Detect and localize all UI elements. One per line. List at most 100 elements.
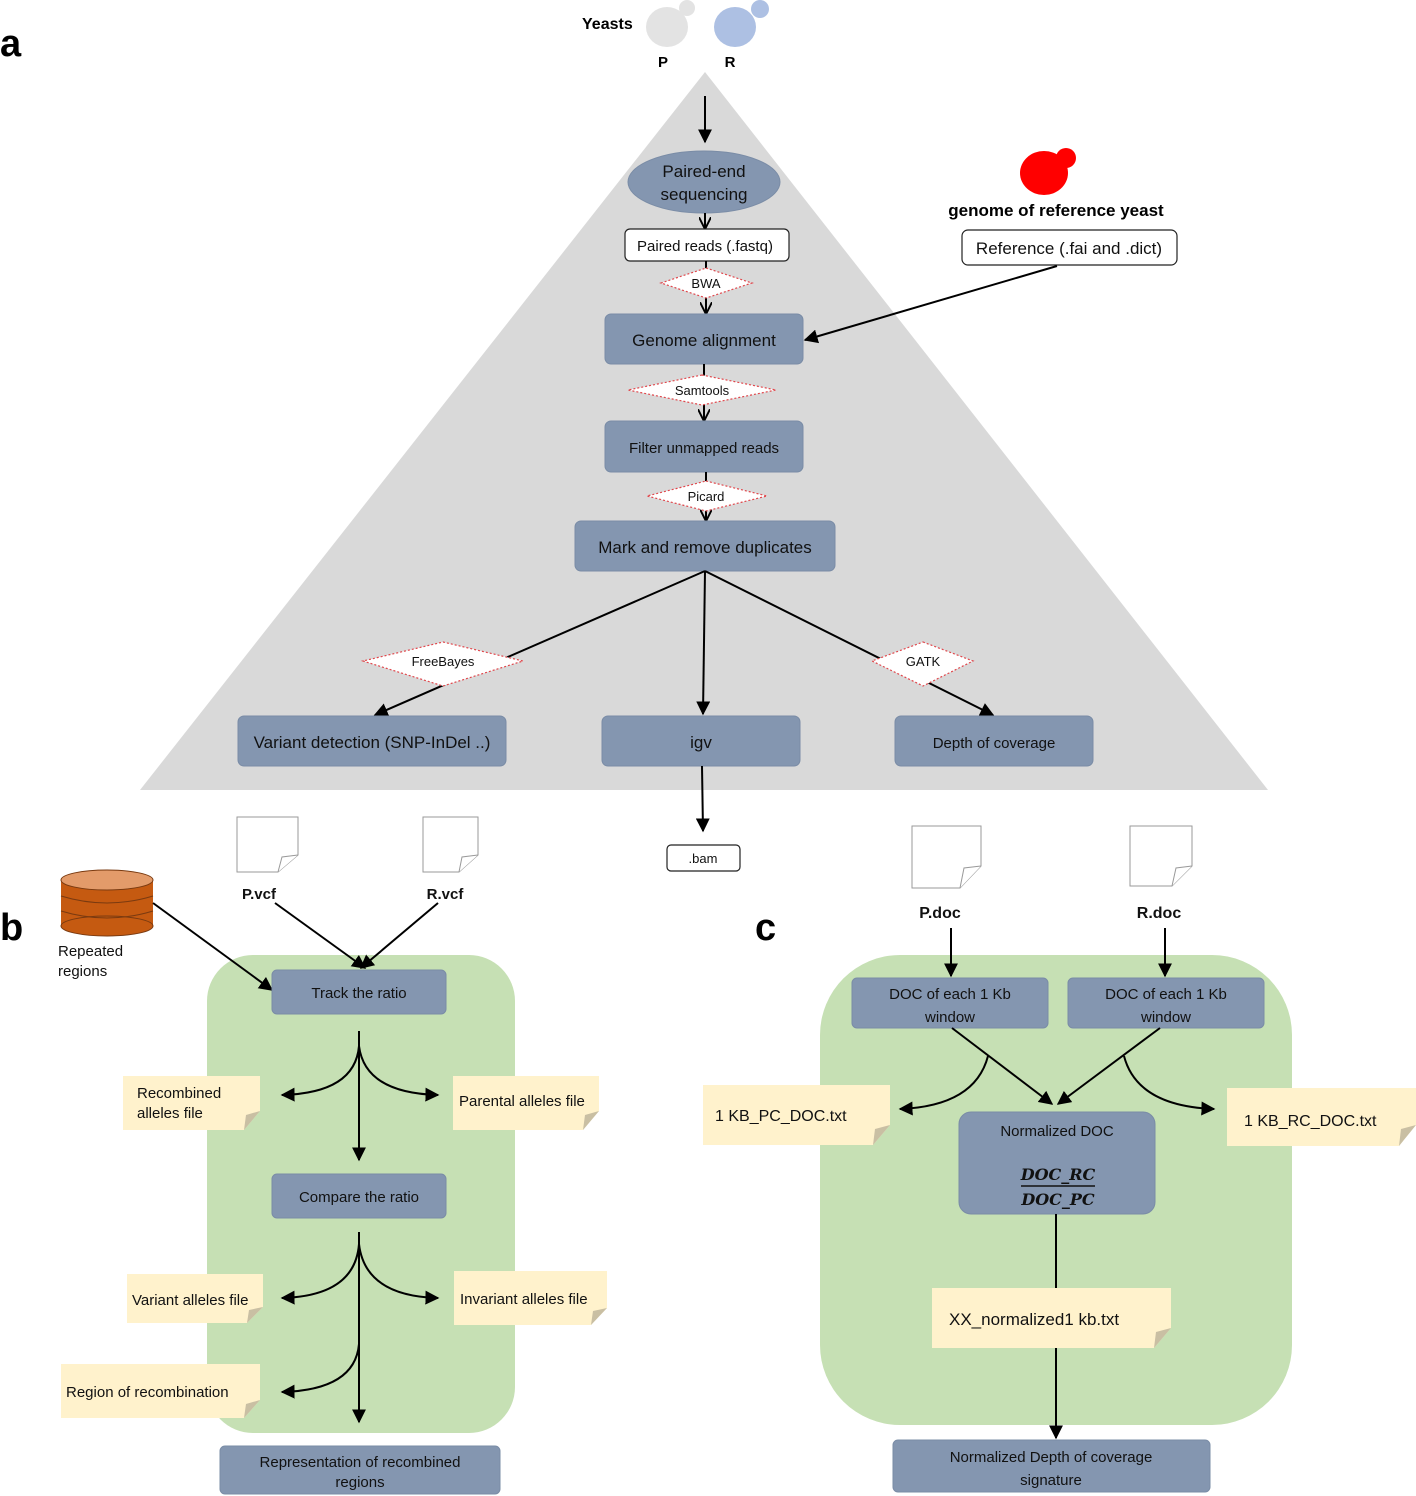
recombined-alleles-line2: alleles file bbox=[137, 1105, 203, 1122]
repeated-regions-line2: regions bbox=[58, 963, 107, 980]
arrow-left-window-to-normalized bbox=[951, 1027, 1054, 1105]
arrow-to-pc-file bbox=[898, 1055, 989, 1116]
repeated-regions-line1: Repeated bbox=[58, 943, 123, 960]
track-ratio-node bbox=[271, 969, 447, 1015]
depth-of-coverage-node bbox=[894, 715, 1094, 767]
yeast-p-label: P bbox=[658, 54, 668, 71]
tool-gatk-label: GATK bbox=[906, 654, 941, 669]
reference-label: genome of reference yeast bbox=[948, 201, 1164, 220]
panel-label-c: c bbox=[755, 907, 776, 949]
pc-file-label: 1 KB_PC_DOC.txt bbox=[715, 1108, 847, 1125]
representation-line1: Representation of recombined bbox=[260, 1454, 461, 1471]
region-recombination-label: Region of recombination bbox=[66, 1384, 229, 1401]
signature-line1: Normalized Depth of coverage bbox=[950, 1449, 1153, 1466]
p-doc-text: P.doc bbox=[919, 905, 961, 922]
p-doc-document-icon bbox=[911, 825, 982, 889]
p-vcf-label: P.vcf bbox=[242, 886, 277, 903]
variant-alleles-note bbox=[127, 1274, 263, 1323]
p-vcf-document-icon bbox=[236, 816, 299, 873]
tool-freebayes-label: FreeBayes bbox=[412, 654, 475, 669]
panel-label-a: a bbox=[0, 23, 22, 65]
filter-unmapped-label: Filter unmapped reads bbox=[629, 440, 779, 457]
arrow-to-invariant-alleles bbox=[358, 1243, 440, 1305]
r-doc-document-icon bbox=[1129, 825, 1193, 887]
arrow-rvcf-to-track bbox=[359, 902, 439, 969]
arrow-mark-to-igv bbox=[696, 570, 711, 716]
arrow-mark-to-depth bbox=[704, 570, 995, 716]
rc-file-label: 1 KB_RC_DOC.txt bbox=[1244, 1113, 1377, 1130]
doc-window-right-node bbox=[1067, 977, 1265, 1029]
yeast-p-icon bbox=[646, 0, 695, 47]
bam-file-label: .bam bbox=[689, 851, 718, 866]
mark-remove-label: Mark and remove duplicates bbox=[598, 538, 812, 557]
xx-normalized-file-note bbox=[932, 1288, 1171, 1348]
formula-numerator: DOC_RC bbox=[1020, 1165, 1096, 1184]
representation-line2: regions bbox=[335, 1474, 384, 1491]
variant-alleles-label: Variant alleles file bbox=[132, 1292, 248, 1309]
arrow-reference-to-alignment bbox=[803, 265, 1058, 344]
arrow-to-recombined-alleles bbox=[280, 1045, 360, 1102]
recombined-alleles-line1: Recombined bbox=[137, 1085, 221, 1102]
formula-denominator: DOC_PC bbox=[1020, 1190, 1095, 1209]
pc-file-note bbox=[703, 1085, 890, 1145]
tool-gatk-diamond bbox=[870, 641, 975, 687]
recombined-alleles-note bbox=[123, 1076, 260, 1130]
genome-alignment-label: Genome alignment bbox=[632, 331, 776, 350]
r-doc-label: R.doc bbox=[1137, 905, 1182, 922]
igv-label: igv bbox=[690, 733, 712, 752]
repeated-regions-database-icon bbox=[60, 869, 154, 937]
paired-end-line2: sequencing bbox=[661, 185, 748, 204]
parental-alleles-note bbox=[453, 1076, 599, 1130]
arrow-right-window-to-normalized bbox=[1056, 1027, 1161, 1105]
panel-label-b: b bbox=[0, 907, 23, 949]
arrow-to-region-recombination bbox=[280, 1343, 360, 1399]
doc-window-left-node bbox=[851, 977, 1049, 1029]
p-doc-label: P.doc bbox=[919, 905, 961, 922]
yeast-r-icon bbox=[714, 0, 769, 47]
r-vcf-document-icon bbox=[422, 816, 479, 873]
representation-node bbox=[219, 1445, 501, 1495]
bam-file-box bbox=[666, 844, 741, 872]
doc-window-right-line1: DOC of each 1 Kb bbox=[1105, 986, 1227, 1003]
signature-node bbox=[892, 1439, 1211, 1493]
paired-end-line1: Paired-end bbox=[662, 162, 745, 181]
tool-bwa-label: BWA bbox=[691, 276, 720, 291]
yeasts-label: Yeasts bbox=[582, 16, 633, 33]
arrow-db-to-track bbox=[152, 902, 274, 991]
filter-unmapped-node bbox=[604, 420, 804, 473]
signature-line2: signature bbox=[1020, 1472, 1082, 1489]
reference-yeast-icon bbox=[1020, 148, 1076, 195]
yeast-r-label: R bbox=[725, 54, 736, 71]
depth-of-coverage-label: Depth of coverage bbox=[933, 735, 1056, 752]
paired-reads-label: Paired reads (.fastq) bbox=[637, 238, 773, 255]
reference-file-label: Reference (.fai and .dict) bbox=[976, 239, 1162, 258]
rc-file-note bbox=[1227, 1088, 1416, 1146]
normalized-doc-label: Normalized DOC bbox=[1000, 1123, 1114, 1140]
doc-window-left-line1: DOC of each 1 Kb bbox=[889, 986, 1011, 1003]
reference-file-box bbox=[961, 229, 1178, 266]
variant-detection-label: Variant detection (SNP-InDel ..) bbox=[254, 733, 491, 752]
tool-bwa-diamond bbox=[659, 267, 754, 299]
arrow-pvcf-to-track bbox=[274, 902, 367, 969]
arrow-to-variant-alleles bbox=[280, 1243, 360, 1305]
doc-window-right-line2: window bbox=[1140, 1009, 1191, 1026]
r-vcf-label: R.vcf bbox=[427, 886, 465, 903]
arrow-mark-to-variant bbox=[373, 570, 706, 717]
invariant-alleles-label: Invariant alleles file bbox=[460, 1291, 588, 1308]
tool-samtools-label: Samtools bbox=[675, 383, 730, 398]
tool-picard-label: Picard bbox=[688, 489, 725, 504]
tool-freebayes-diamond bbox=[360, 641, 526, 687]
arrow-igv-to-bam bbox=[695, 765, 710, 833]
doc-window-left-line2: window bbox=[924, 1009, 975, 1026]
variant-detection-node bbox=[237, 715, 507, 767]
arrow-to-rc-file bbox=[1123, 1055, 1216, 1116]
track-ratio-label: Track the ratio bbox=[311, 985, 406, 1002]
tool-samtools-diamond bbox=[627, 374, 777, 406]
invariant-alleles-note bbox=[454, 1271, 607, 1325]
xx-normalized-file-label: XX_normalized1 kb.txt bbox=[949, 1310, 1119, 1329]
compare-ratio-node bbox=[271, 1173, 447, 1219]
igv-node bbox=[601, 715, 801, 767]
tool-picard-diamond bbox=[646, 480, 768, 512]
region-recombination-note bbox=[61, 1364, 260, 1418]
